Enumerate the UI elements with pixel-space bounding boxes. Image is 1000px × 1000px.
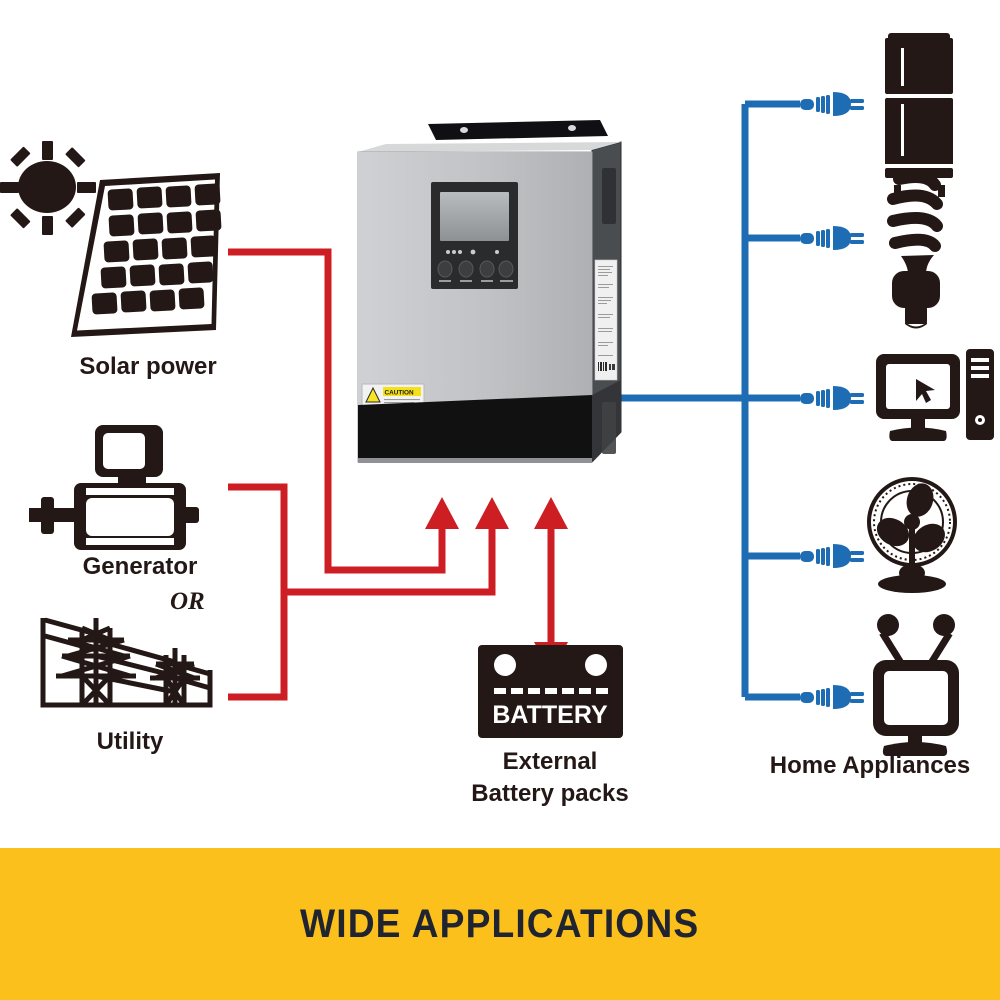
inverter-unit[interactable]: CAUTION [340, 112, 640, 512]
solar-panel-icon [71, 173, 222, 337]
or-connector-label: OR [170, 588, 205, 615]
battery-terminal-positive [585, 654, 607, 676]
inverter-lower-panel [358, 395, 592, 462]
lcd-screen [440, 192, 509, 241]
solar-power-label: Solar power [79, 353, 217, 380]
battery-badge-text: BATTERY [492, 701, 608, 729]
svg-text:CAUTION: CAUTION [385, 390, 414, 397]
bottom-banner: WIDE APPLICATIONS [0, 848, 1000, 1000]
battery-cell-dashes [494, 688, 608, 694]
ventilation-grille-top [602, 168, 616, 224]
ventilation-grille-bottom [602, 402, 616, 454]
battery-terminal-negative [494, 654, 516, 676]
plug-fan [800, 544, 864, 568]
power-transmission-tower-icon [40, 617, 213, 708]
generator-label: Generator [82, 553, 198, 580]
plug-computer [800, 386, 864, 410]
electric-fan-icon [867, 477, 957, 593]
generator-engine-icon [29, 425, 199, 550]
battery-pack-icon: BATTERY [478, 645, 623, 738]
utility-label: Utility [96, 728, 164, 755]
inverter-control-panel [431, 182, 518, 289]
battery-label-line1: External [502, 748, 598, 775]
plug-television [800, 685, 864, 709]
specification-label [594, 259, 618, 381]
crt-television-icon [873, 614, 959, 756]
barcode [598, 362, 607, 371]
control-button-group [437, 260, 514, 282]
plug-refrigerator [800, 92, 864, 116]
wall-mount-bracket [428, 120, 608, 140]
sun-icon [0, 141, 96, 235]
cfl-light-bulb-icon [887, 171, 943, 329]
desktop-computer-icon [876, 349, 994, 441]
banner-title: WIDE APPLICATIONS [300, 901, 700, 946]
inverter-top-face [358, 142, 621, 152]
plug-bulb [800, 226, 864, 250]
led-indicator-group [446, 249, 499, 255]
home-appliances-label: Home Appliances [769, 752, 971, 779]
battery-label-line2: Battery packs [471, 780, 629, 807]
